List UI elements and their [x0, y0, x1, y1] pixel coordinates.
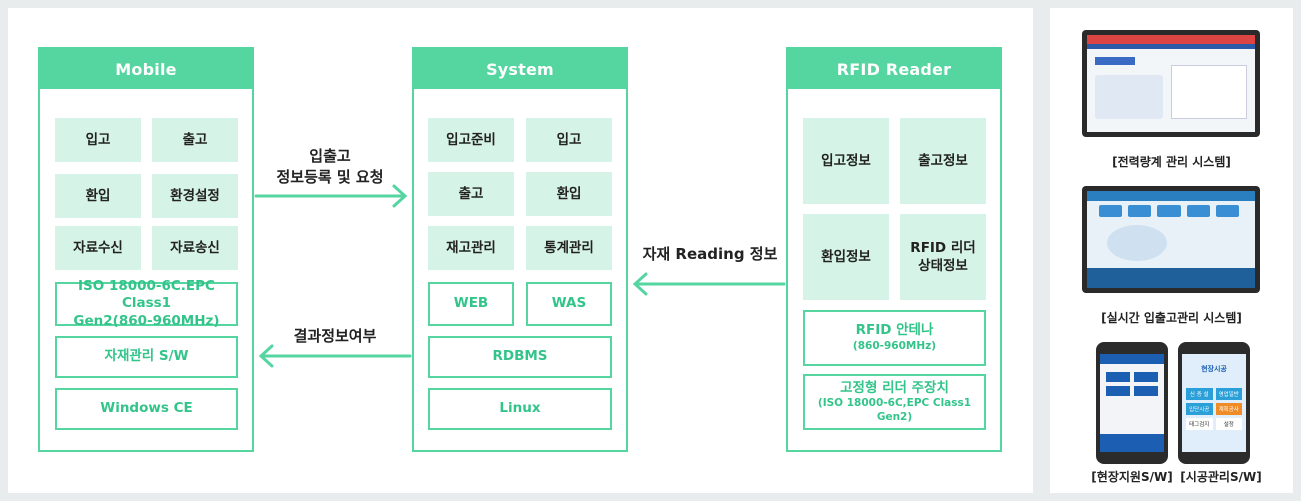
- system-web-box: WEB: [428, 282, 514, 326]
- system-cell-inbound: 입고: [526, 118, 612, 162]
- phone2-footer-2: 설정: [1215, 418, 1242, 430]
- reader-antenna-box: RFID 안테나 (860-960MHz): [803, 310, 986, 366]
- construction-phone: 현장시공 신 증 설 영업일반 입단시공 계획공사 태그검지 설정: [1178, 342, 1250, 464]
- phone2-btn-4: 계획공사: [1215, 403, 1242, 415]
- caption-power-meter: [전력량계 관리 시스템]: [1112, 155, 1231, 169]
- system-cell-return: 환입: [526, 172, 612, 216]
- mobile-standard-line1: ISO 18000-6C.EPC Class1: [78, 277, 215, 312]
- phone2-btn-2: 영업일반: [1215, 388, 1242, 400]
- reader-antenna-label: RFID 안테나: [855, 322, 934, 339]
- reader-title: RFID Reader: [788, 49, 1000, 89]
- system-cell-outbound: 출고: [428, 172, 514, 216]
- mobile-cell-outbound: 출고: [152, 118, 238, 162]
- reader-status-line2: 상태정보: [918, 258, 968, 274]
- mobile-cell-settings: 환경설정: [152, 174, 238, 218]
- phone2-title: 현장시공: [1201, 365, 1227, 373]
- result-label: 결과정보여부: [293, 327, 377, 345]
- system-cell-inventory: 재고관리: [428, 226, 514, 270]
- system-os-box: Linux: [428, 388, 612, 430]
- mobile-cell-receive: 자료수신: [55, 226, 141, 270]
- mobile-os-box: Windows CE: [55, 388, 238, 430]
- power-meter-screenshot: [1082, 30, 1260, 137]
- reader-cell-return-info: 환입정보: [803, 214, 889, 300]
- request-arrow-head: [392, 184, 408, 208]
- realtime-screenshot: [1082, 186, 1260, 293]
- request-label-line2: 정보등록 및 요청: [276, 168, 384, 186]
- reader-cell-outbound-info: 출고정보: [900, 118, 986, 204]
- request-label-line1: 입출고: [309, 147, 351, 165]
- field-support-phone: [1096, 342, 1168, 464]
- screenshot-header-bar: [1087, 35, 1255, 44]
- system-cell-prep: 입고준비: [428, 118, 514, 162]
- mobile-standard-box: ISO 18000-6C.EPC Class1 Gen2(860-960MHz): [55, 278, 238, 329]
- mobile-cell-inbound: 입고: [55, 118, 141, 162]
- phone2-btn-1: 신 증 설: [1186, 388, 1213, 400]
- mobile-standard-line2: Gen2(860-960MHz): [73, 312, 220, 329]
- mobile-title: Mobile: [40, 49, 252, 89]
- reading-label: 자재 Reading 정보: [642, 245, 778, 263]
- mobile-software-box: 자재관리 S/W: [55, 336, 238, 378]
- reader-antenna-freq: (860-960MHz): [852, 339, 937, 352]
- reading-arrow-head: [632, 272, 648, 296]
- mobile-cell-return: 환입: [55, 174, 141, 218]
- phone2-btn-3: 입단시공: [1186, 403, 1213, 415]
- reader-fixed-box: 고정형 리더 주장치 (ISO 18000-6C,EPC Class1 Gen2…: [803, 374, 986, 430]
- caption-field-support: [현장지원S/W]: [1091, 470, 1173, 484]
- system-db-box: RDBMS: [428, 336, 612, 378]
- reader-cell-status: RFID 리더 상태정보: [900, 214, 986, 300]
- system-was-box: WAS: [526, 282, 612, 326]
- result-arrow-head: [258, 344, 274, 368]
- mobile-cell-send: 자료송신: [152, 226, 238, 270]
- phone2-footer-1: 태그검지: [1186, 418, 1213, 430]
- reader-cell-inbound-info: 입고정보: [803, 118, 889, 204]
- system-cell-stats: 통계관리: [526, 226, 612, 270]
- system-title: System: [414, 49, 626, 89]
- reader-status-line1: RFID 리더: [910, 239, 976, 256]
- reader-fixed-spec: (ISO 18000-6C,EPC Class1 Gen2): [817, 397, 972, 423]
- request-label: 입출고 정보등록 및 요청: [258, 146, 402, 188]
- reader-fixed-label: 고정형 리더 주장치: [840, 379, 949, 396]
- caption-realtime: [실시간 입출고관리 시스템]: [1101, 311, 1242, 325]
- caption-construction: [시공관리S/W]: [1180, 470, 1262, 484]
